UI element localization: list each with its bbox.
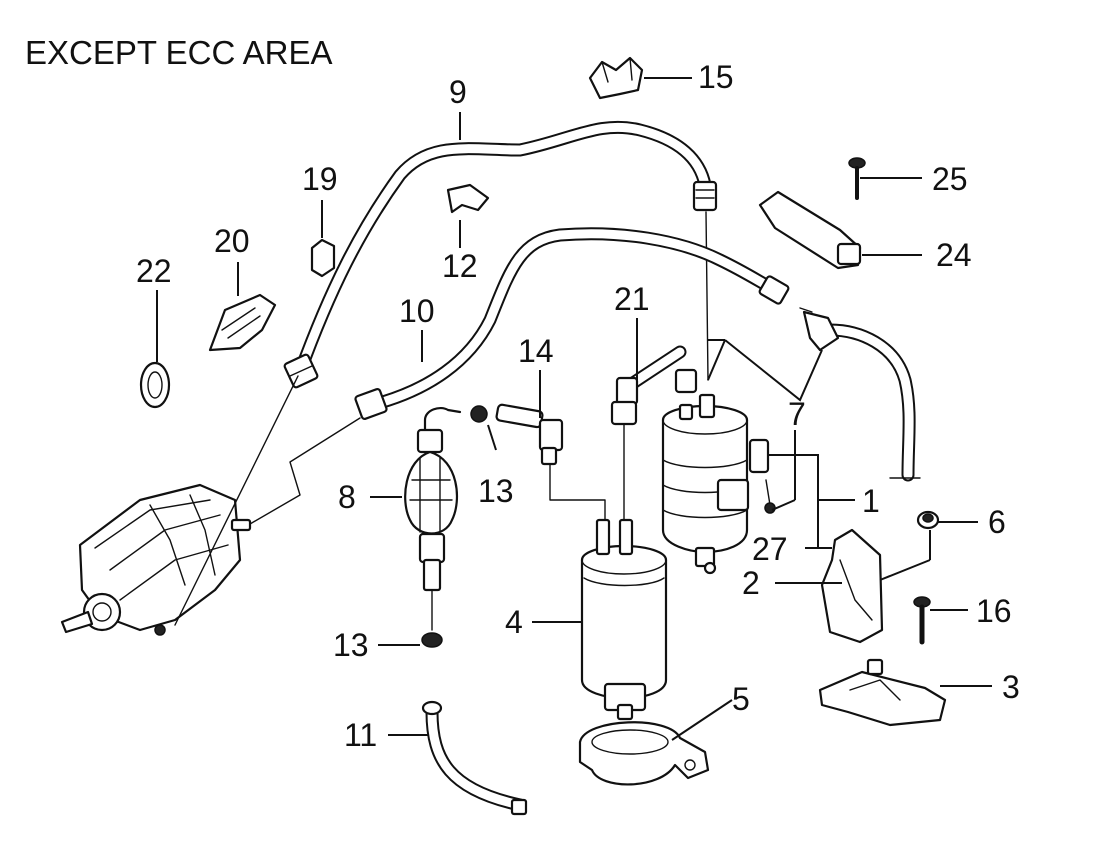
callout-1: 1: [862, 483, 880, 519]
high-pressure-fuel-pump: [60, 375, 361, 636]
bolt-25: [848, 157, 866, 200]
callout-11: 11: [344, 717, 377, 753]
fuel-hose-10: [354, 227, 790, 420]
bracket-3: [818, 658, 947, 727]
callout-7: 7: [788, 396, 806, 432]
callout-15: 15: [698, 59, 734, 95]
gasket-22: [139, 361, 171, 409]
hand-primer-pump: [404, 406, 462, 631]
callout-25: 25: [932, 161, 968, 197]
callout-14: 14: [518, 333, 554, 369]
clip-19: [310, 238, 336, 278]
callout-3: 3: [1002, 669, 1020, 705]
callout-10: 10: [399, 293, 435, 329]
callout-labels: 9 10 15 25 24 19 20 22 12 21 14 13 8 13 …: [136, 59, 1020, 753]
callout-20: 20: [214, 223, 250, 259]
hose-connector-14: [495, 403, 606, 521]
callout-5: 5: [732, 681, 750, 717]
fuel-hose-9: [283, 120, 718, 389]
clip-13-upper: [470, 405, 488, 423]
hose-clip-12: [446, 183, 490, 214]
fuel-pipe-21: [610, 345, 698, 521]
callout-19: 19: [302, 161, 338, 197]
callout-13-upper: 13: [478, 473, 514, 509]
fuel-filter-assembly: [661, 393, 776, 575]
callout-22: 22: [136, 253, 172, 289]
callout-6: 6: [988, 504, 1006, 540]
bracket-20: [208, 293, 277, 352]
fuel-filter-cartridge: [580, 518, 668, 721]
callout-9: 9: [449, 74, 467, 110]
fuel-hose-11: [421, 700, 528, 816]
callout-2: 2: [742, 565, 760, 601]
callout-27: 27: [752, 531, 788, 567]
bracket-2: [820, 528, 884, 644]
callout-16: 16: [976, 593, 1012, 629]
nut-6: [916, 510, 940, 530]
filter-mounting-clamp: [578, 721, 710, 786]
callout-13-lower: 13: [333, 627, 369, 663]
callout-8: 8: [338, 479, 356, 515]
callout-21: 21: [614, 281, 650, 317]
sensor-24: [758, 190, 862, 270]
diagram-title: EXCEPT ECC AREA: [25, 34, 333, 71]
bolt-16: [913, 596, 931, 645]
fuel-hose-7: [799, 307, 921, 482]
callout-12: 12: [442, 248, 478, 284]
clip-13-lower: [421, 632, 443, 648]
leader-lines: [156, 77, 992, 741]
callout-24: 24: [936, 237, 972, 273]
callout-4: 4: [505, 604, 523, 640]
hose-clip-15: [588, 56, 644, 100]
